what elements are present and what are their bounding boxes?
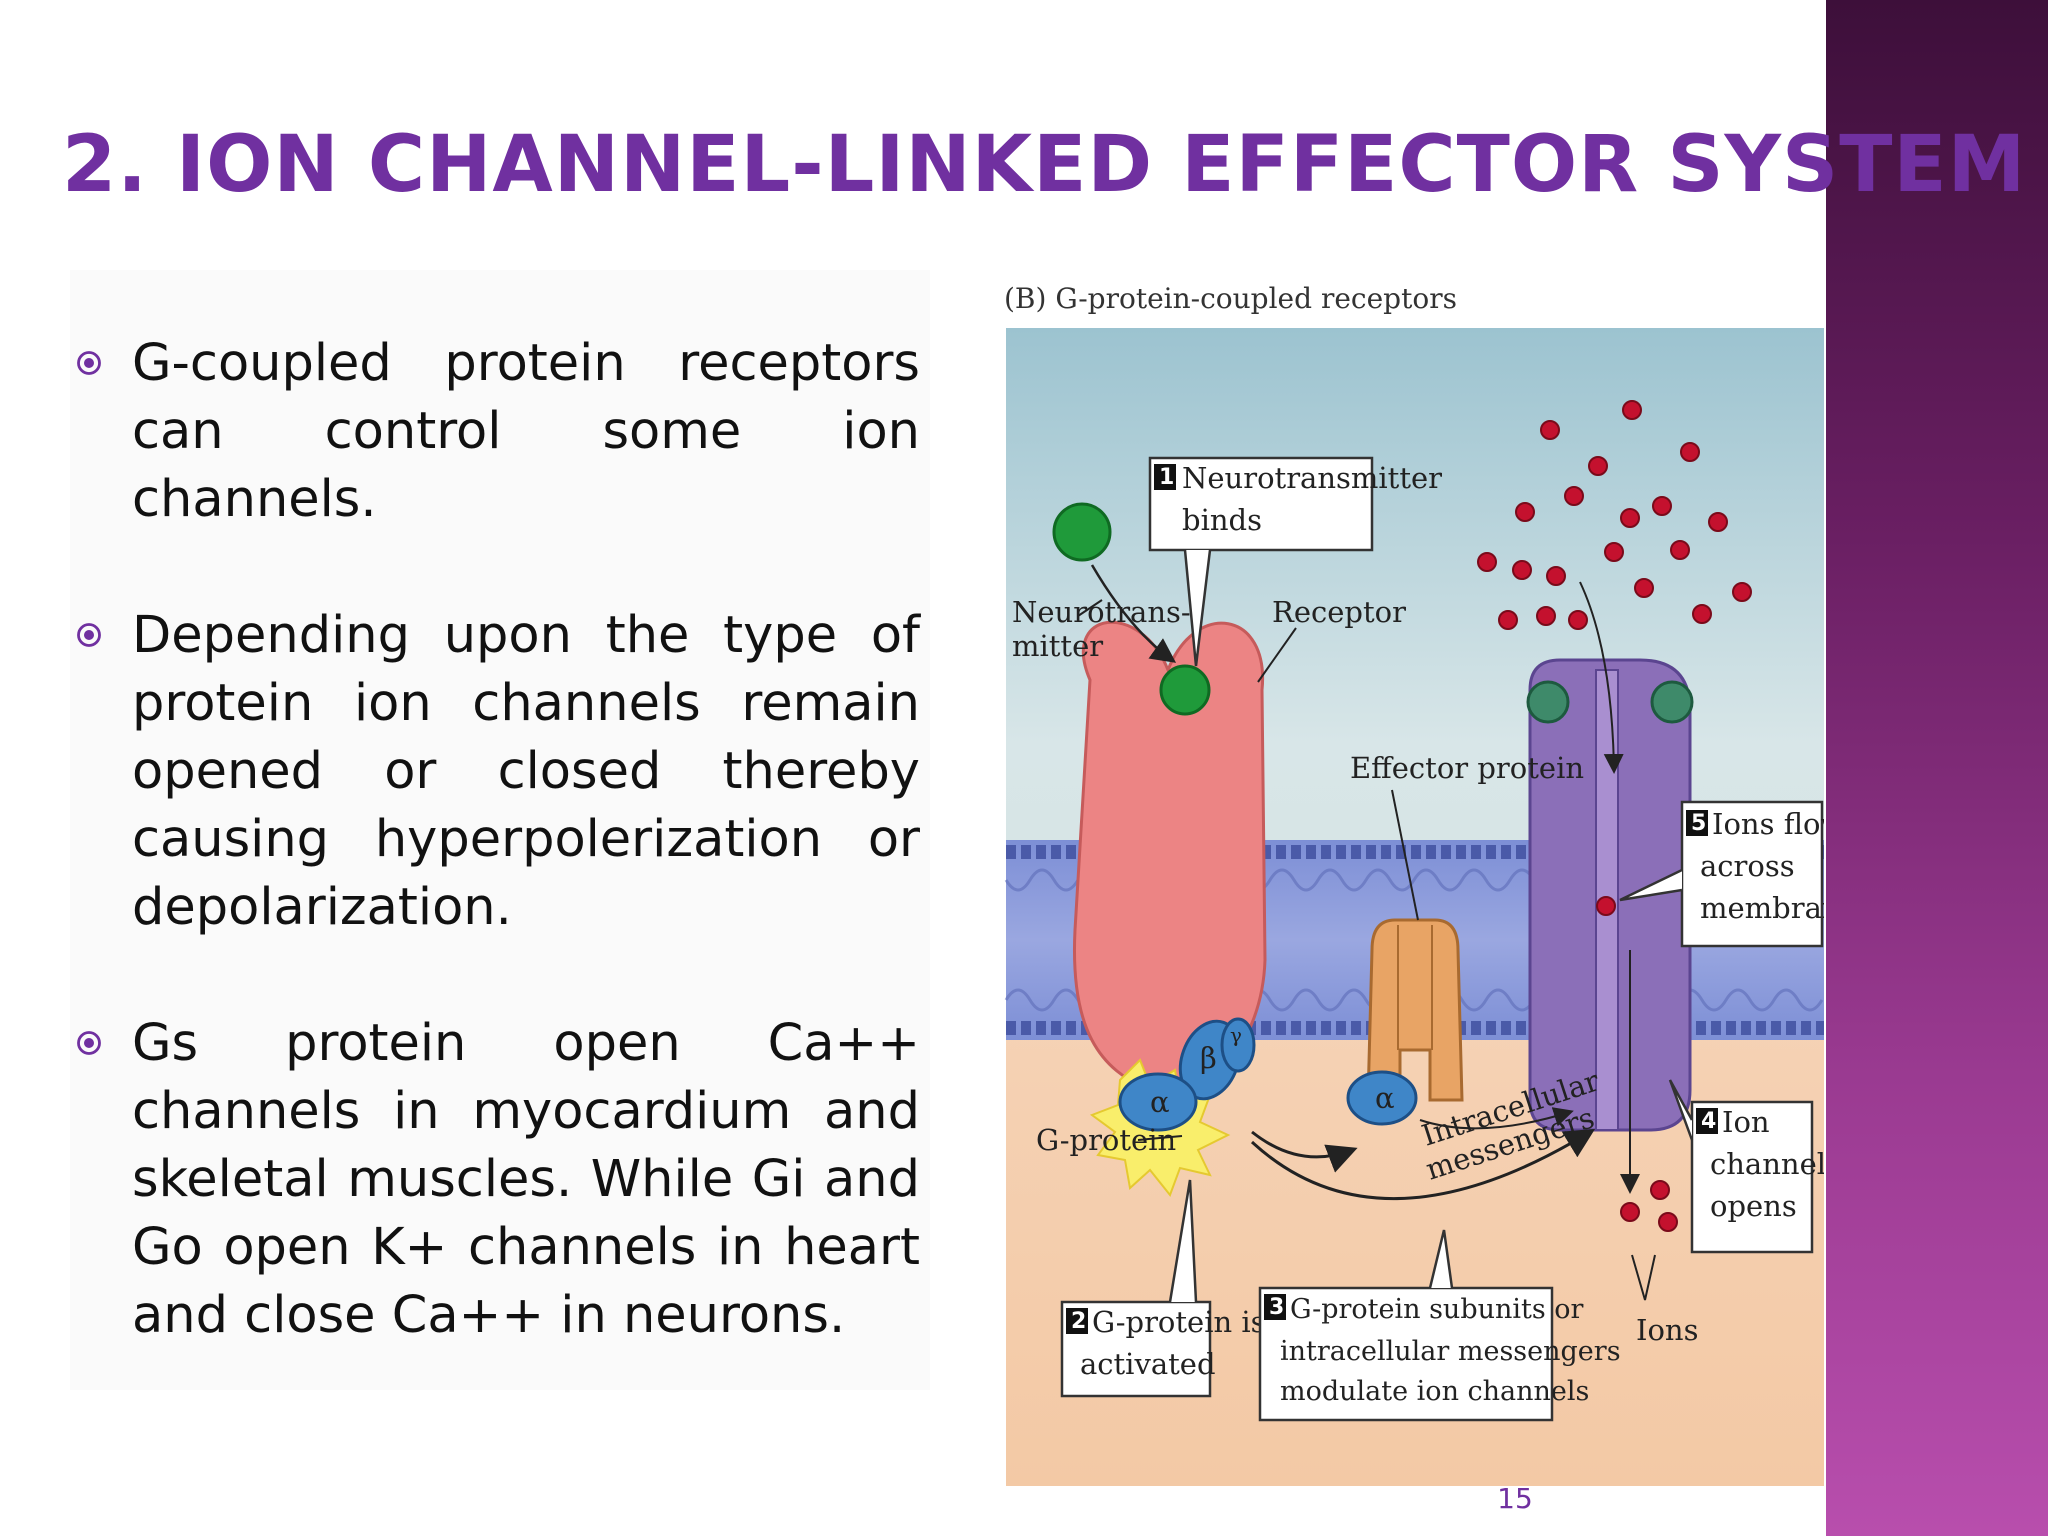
step-3-number: 3 (1269, 1295, 1284, 1320)
ion-channel (1526, 658, 1694, 1132)
gpcr-diagram: (B) G-protein-coupled receptors α β γ α (1004, 282, 1824, 1486)
step-3-line3: modulate ion channels (1280, 1376, 1589, 1407)
step-5-line3: membrane (1700, 891, 1824, 925)
leader-receptor (1257, 627, 1297, 683)
bullet-item: G-coupled protein receptors can control … (70, 330, 920, 534)
beta-label: β (1200, 1041, 1217, 1075)
step-1-callout: 1 Neurotransmitter binds (1148, 456, 1442, 667)
ions-pointer (1631, 1254, 1656, 1301)
bullet-item: Depending upon the type of protein ion c… (70, 602, 920, 942)
gamma-label: γ (1230, 1023, 1242, 1047)
slide-title: 2. ION CHANNEL-LINKED EFFECTOR SYSTEM (62, 120, 2027, 210)
circle-bullet-icon (77, 1031, 101, 1055)
step-2-number: 2 (1071, 1309, 1086, 1334)
circle-bullet-icon (77, 351, 101, 375)
label-effector-protein: Effector protein (1350, 751, 1584, 785)
step-3-line2: intracellular messengers (1280, 1336, 1621, 1367)
step-1-line1: Neurotransmitter (1182, 461, 1442, 495)
step-2-callout: 2 G-protein is activated (1060, 1179, 1266, 1398)
label-g-protein: G-protein (1036, 1123, 1176, 1157)
step-4-line2: channel (1710, 1147, 1824, 1181)
intracellular-ions (1620, 1180, 1678, 1232)
step-5-number: 5 (1691, 811, 1706, 836)
step-4-line3: opens (1710, 1189, 1797, 1223)
leader-g-protein (1137, 1135, 1183, 1141)
bullet-text: Gs protein open Ca++ channels in myocard… (132, 1014, 920, 1345)
step-2-line1: G-protein is (1092, 1305, 1266, 1339)
extracellular-ions (1477, 400, 1752, 630)
free-neurotransmitter (1052, 502, 1112, 562)
effector-protein (1366, 918, 1464, 1102)
alpha-label-2: α (1375, 1081, 1395, 1115)
g-protein-alpha (1118, 1072, 1198, 1132)
messenger-arrow-2 (1250, 1128, 1596, 1200)
ion-entry-arrow (1579, 581, 1624, 774)
slide-number: 15 (1497, 1482, 1533, 1515)
step-1-number: 1 (1159, 465, 1174, 490)
step-4-number: 4 (1701, 1109, 1716, 1134)
bullet-list: G-coupled protein receptors can control … (70, 330, 920, 1418)
step-1-line2: binds (1182, 503, 1262, 537)
step-4-callout: 4 Ion channel opens (1668, 1079, 1824, 1254)
step-3-line1: G-protein subunits or (1290, 1294, 1584, 1325)
leader-effector (1391, 789, 1419, 921)
bullet-text: G-coupled protein receptors can control … (132, 334, 920, 529)
label-ions: Ions (1636, 1313, 1698, 1347)
messenger-arrow-1 (1251, 1130, 1358, 1173)
step-5-callout: 5 Ions flow across membrane (1619, 800, 1824, 948)
bullet-item: Gs protein open Ca++ channels in myocard… (70, 1010, 920, 1350)
bullet-text: Depending upon the type of protein ion c… (132, 606, 920, 937)
bound-neurotransmitter (1159, 664, 1211, 716)
circle-bullet-icon (77, 623, 101, 647)
decorative-sidebar (1826, 0, 2048, 1536)
label-neurotransmitter-2: mitter (1012, 629, 1103, 663)
alpha-label: α (1150, 1085, 1170, 1119)
released-alpha-subunit (1346, 1070, 1418, 1126)
step-3-callout: 3 G-protein subunits or intracellular me… (1258, 1229, 1621, 1422)
step-5-line2: across (1700, 849, 1795, 883)
binding-arrow (1090, 564, 1177, 663)
figure-panel-label: (B) G-protein-coupled receptors (1004, 282, 1457, 315)
receptor-protein (1072, 620, 1267, 1096)
channel-ion (1596, 896, 1616, 916)
step-2-line2: activated (1080, 1347, 1216, 1381)
text-panel-background (70, 270, 930, 1390)
g-protein-gamma (1220, 1017, 1256, 1073)
step-4-line1: Ion (1722, 1105, 1770, 1139)
label-receptor: Receptor (1272, 595, 1406, 629)
leader-neurotransmitter (1077, 599, 1103, 617)
step-5-line1: Ions flow (1712, 807, 1824, 841)
messenger-arrow-3 (1419, 1107, 1574, 1130)
